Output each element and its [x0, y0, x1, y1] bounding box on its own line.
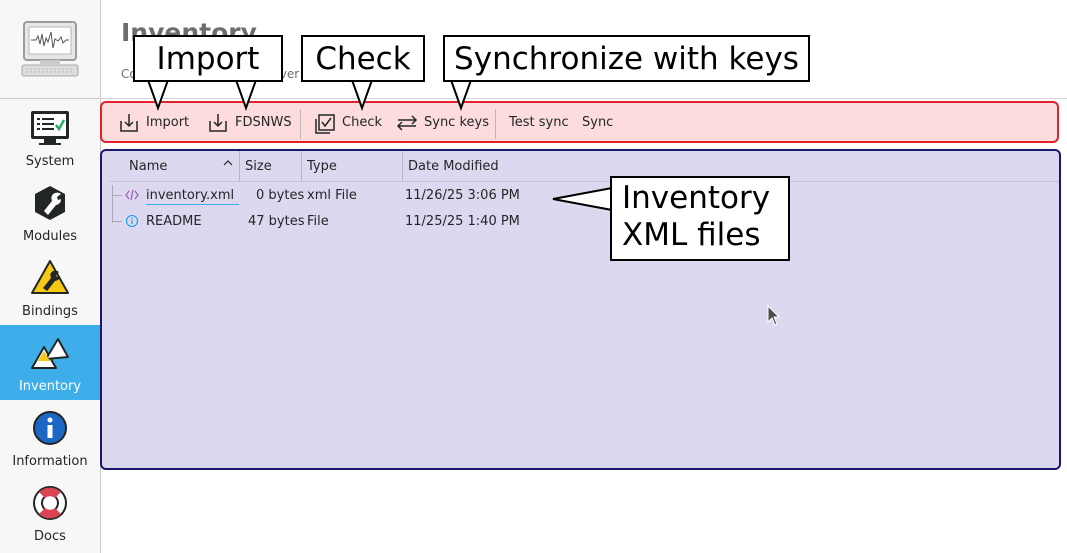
page-subtitle: Co ver [121, 67, 299, 81]
file-size: 0 bytes [256, 188, 305, 203]
test-sync-button-label: Test sync [509, 115, 569, 130]
tree-line [112, 221, 122, 222]
callout-check-text: Check [315, 41, 411, 77]
sidebar-item-label: Bindings [22, 304, 78, 319]
sidebar-item-label: Information [12, 454, 88, 469]
callout-import: Import [133, 35, 283, 82]
sidebar-item-inventory[interactable]: Inventory [0, 325, 100, 400]
sidebar-item-label: Modules [22, 229, 78, 244]
import-button[interactable]: Import [118, 111, 190, 135]
sync-button-label: Sync [582, 115, 614, 130]
column-header-type[interactable]: Type [307, 159, 337, 174]
sidebar-item-modules[interactable]: Modules [0, 175, 100, 250]
file-date: 11/26/25 3:06 PM [405, 188, 520, 203]
column-separator[interactable] [301, 151, 302, 181]
docs-lifebuoy-icon [30, 485, 70, 521]
callout-inventory-text-line2: XML files [622, 217, 761, 253]
sidebar-item-label: Inventory [18, 379, 82, 394]
system-monitor-icon [30, 110, 70, 146]
toolbar: Import FDSNWS Check Sync keys Test sync … [100, 101, 1059, 143]
sidebar: System Modules Bindings [0, 0, 101, 553]
info-icon [125, 214, 139, 232]
file-name: README [146, 214, 202, 229]
toolbar-separator [495, 109, 496, 139]
file-date: 11/25/25 1:40 PM [405, 214, 520, 229]
callout-check: Check [301, 35, 425, 82]
sidebar-item-label: System [25, 154, 75, 169]
file-size: 47 bytes [248, 214, 305, 229]
file-type: File [307, 214, 329, 229]
header-divider [101, 98, 1067, 99]
sync-arrows-icon [396, 112, 418, 134]
app-logo-icon [18, 18, 82, 80]
fdsnws-button-label: FDSNWS [235, 115, 292, 130]
sync-button[interactable]: Sync [582, 111, 614, 135]
page-subtitle-start: Co [121, 67, 137, 81]
column-header-name[interactable]: Name [129, 159, 168, 174]
tree-line [112, 185, 113, 223]
column-header-size[interactable]: Size [245, 159, 272, 174]
bindings-icon [30, 260, 70, 296]
callout-import-text: Import [156, 41, 260, 77]
import-icon [207, 112, 229, 134]
sidebar-item-label: Docs [34, 529, 66, 544]
toolbar-separator [300, 109, 301, 139]
sidebar-item-bindings[interactable]: Bindings [0, 250, 100, 325]
sidebar-item-information[interactable]: Information [0, 400, 100, 475]
test-sync-button[interactable]: Test sync [509, 111, 569, 135]
header-divider [110, 181, 1059, 182]
page-subtitle-tail: ver [279, 67, 300, 81]
column-separator[interactable] [402, 151, 403, 181]
sidebar-item-system[interactable]: System [0, 100, 100, 175]
file-list[interactable]: Name Size Type Date Modified inventory.x… [100, 149, 1061, 470]
callout-sync-keys: Synchronize with keys [443, 35, 810, 82]
file-type: xml File [307, 188, 357, 203]
information-icon [30, 410, 70, 446]
sync-keys-button-label: Sync keys [424, 115, 489, 130]
callout-sync-keys-text: Synchronize with keys [454, 41, 799, 77]
check-icon [314, 112, 336, 134]
sidebar-item-docs[interactable]: Docs [0, 475, 100, 550]
column-header-date-modified[interactable]: Date Modified [408, 159, 499, 174]
sidebar-divider [0, 98, 100, 99]
callout-inventory-text-line1: Inventory [622, 180, 771, 216]
check-button-label: Check [342, 115, 382, 130]
modules-icon [30, 185, 70, 221]
inventory-icon [30, 335, 70, 371]
mouse-cursor-icon [767, 304, 781, 331]
column-separator[interactable] [239, 151, 240, 181]
callout-inventory-xml: Inventory XML files [610, 176, 790, 261]
tree-line [112, 195, 122, 196]
sync-keys-button[interactable]: Sync keys [396, 111, 489, 135]
sort-ascending-icon [222, 157, 234, 173]
xml-code-icon [125, 188, 139, 206]
fdsnws-button[interactable]: FDSNWS [207, 111, 292, 135]
file-name: inventory.xml [146, 188, 239, 205]
import-button-label: Import [146, 115, 190, 130]
import-icon [118, 112, 140, 134]
check-button[interactable]: Check [314, 111, 382, 135]
